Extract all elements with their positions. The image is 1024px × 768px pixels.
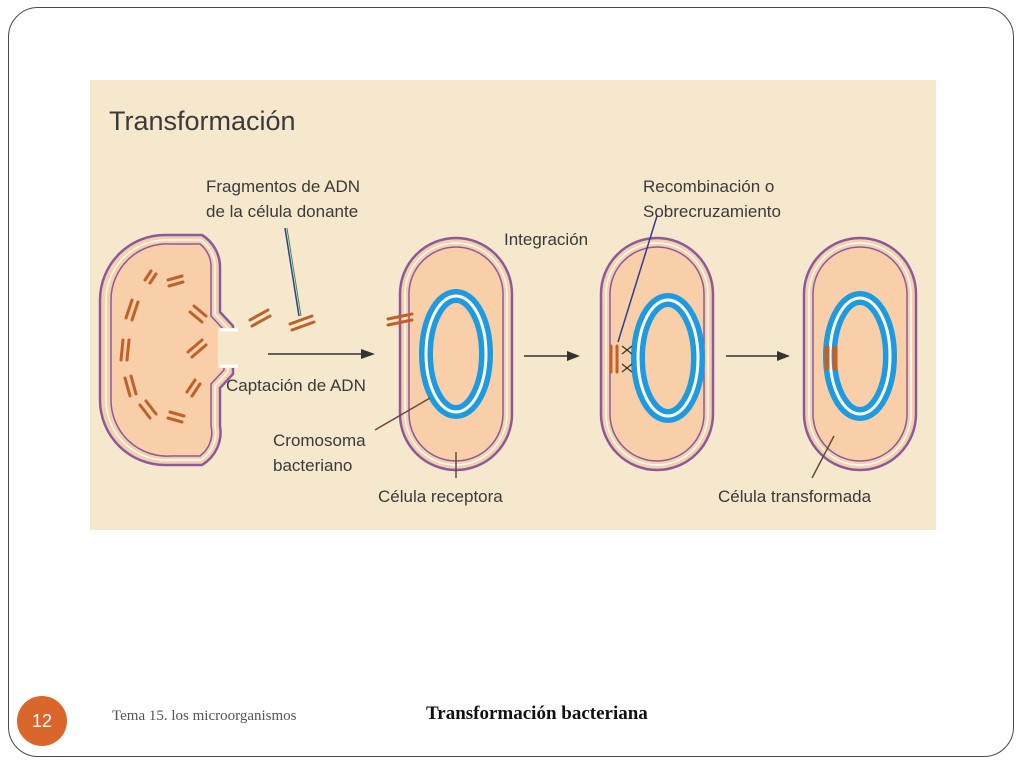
transformation-diagram: Transformación bbox=[90, 80, 936, 530]
transformed-leader-line bbox=[811, 435, 835, 479]
recombination-cell bbox=[599, 236, 715, 472]
donor-cell-outer-membrane bbox=[98, 233, 235, 467]
crossover-marks bbox=[621, 345, 633, 373]
chromosome-label-2: bacteriano bbox=[273, 456, 352, 475]
donor-cell-opening bbox=[218, 328, 240, 368]
integration-label: Integración bbox=[504, 230, 588, 249]
released-dna-fragments bbox=[248, 308, 316, 332]
recipient-cell-label: Célula receptora bbox=[378, 487, 503, 506]
recipient-cell bbox=[386, 236, 514, 472]
recombination-label-2: Sobrecruzamiento bbox=[643, 202, 781, 221]
donor-cell-inner-membrane bbox=[105, 239, 229, 461]
donor-dna-fragments bbox=[119, 269, 208, 424]
recombination-leader-line bbox=[617, 215, 658, 343]
integrated-dna-segment bbox=[824, 346, 838, 370]
diagram-title: Transformación bbox=[109, 106, 296, 136]
chromosome-leader-line bbox=[374, 397, 431, 431]
leader-lines bbox=[284, 215, 835, 479]
entering-dna-fragment bbox=[386, 312, 414, 327]
fragments-label-1: Fragmentos de ADN bbox=[206, 177, 360, 196]
pairing-dna-fragment bbox=[609, 344, 619, 374]
transformed-cell-label: Célula transformada bbox=[718, 487, 872, 506]
recombination-label-1: Recombinación o bbox=[643, 177, 774, 196]
chromosome-label-1: Cromosoma bbox=[273, 431, 366, 450]
transformed-cell-membrane bbox=[802, 236, 918, 472]
transformation-arrow bbox=[726, 351, 790, 361]
integration-arrow bbox=[524, 351, 580, 361]
footer-topic: Tema 15. los microorganismos bbox=[112, 708, 297, 724]
fragments-leader-line bbox=[284, 227, 300, 317]
uptake-arrow bbox=[268, 349, 375, 359]
recipient-cell-membrane bbox=[398, 236, 514, 472]
uptake-label: Captación de ADN bbox=[226, 376, 366, 395]
footer-title: Transformación bacteriana bbox=[426, 703, 648, 724]
donor-cell-membrane-line bbox=[110, 243, 225, 457]
fragments-label-2: de la célula donante bbox=[206, 202, 358, 221]
page-number-badge: 12 bbox=[17, 696, 67, 746]
donor-cell bbox=[98, 233, 316, 467]
transformed-cell bbox=[802, 236, 918, 472]
